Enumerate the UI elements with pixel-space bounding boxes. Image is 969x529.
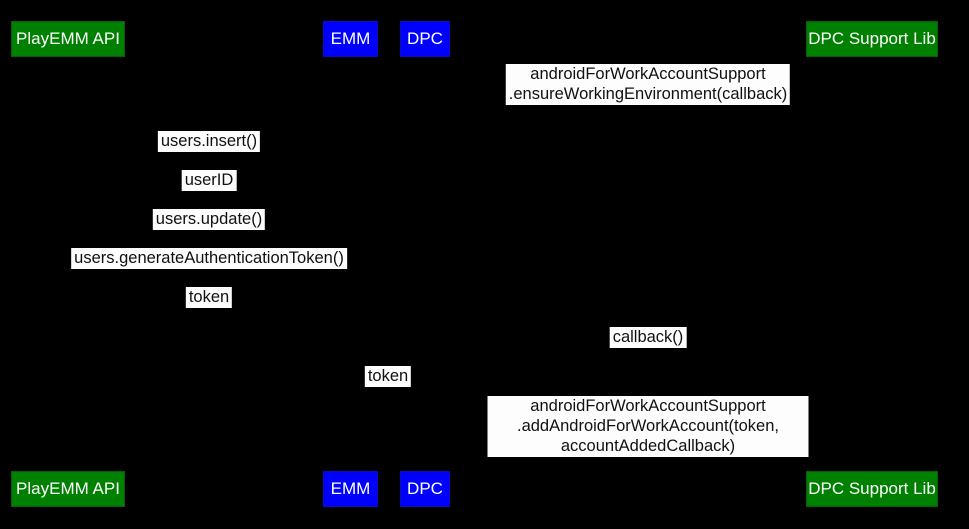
actor-emm-bottom: EMM	[323, 471, 378, 507]
actor-playemm-api-top: PlayEMM API	[11, 21, 125, 57]
message-users-insert: users.insert()	[157, 131, 261, 152]
message-ensure-working-environment: androidForWorkAccountSupport .ensureWork…	[505, 64, 791, 105]
actor-dpc-support-lib-top: DPC Support Lib	[806, 21, 938, 57]
actor-dpc-top: DPC	[400, 21, 450, 57]
message-callback: callback()	[609, 327, 687, 348]
actor-dpc-support-lib-bottom: DPC Support Lib	[806, 471, 938, 507]
message-token-return: token	[185, 287, 233, 308]
actor-playemm-api-bottom: PlayEMM API	[11, 471, 125, 507]
actor-emm-top: EMM	[323, 21, 378, 57]
actor-dpc-bottom: DPC	[400, 471, 450, 507]
message-users-update: users.update()	[152, 209, 266, 230]
message-add-android-for-work-account: androidForWorkAccountSupport .addAndroid…	[487, 396, 809, 457]
message-token-forward: token	[364, 366, 412, 387]
message-userid: userID	[181, 170, 237, 191]
message-generate-authentication-token: users.generateAuthenticationToken()	[71, 248, 347, 269]
